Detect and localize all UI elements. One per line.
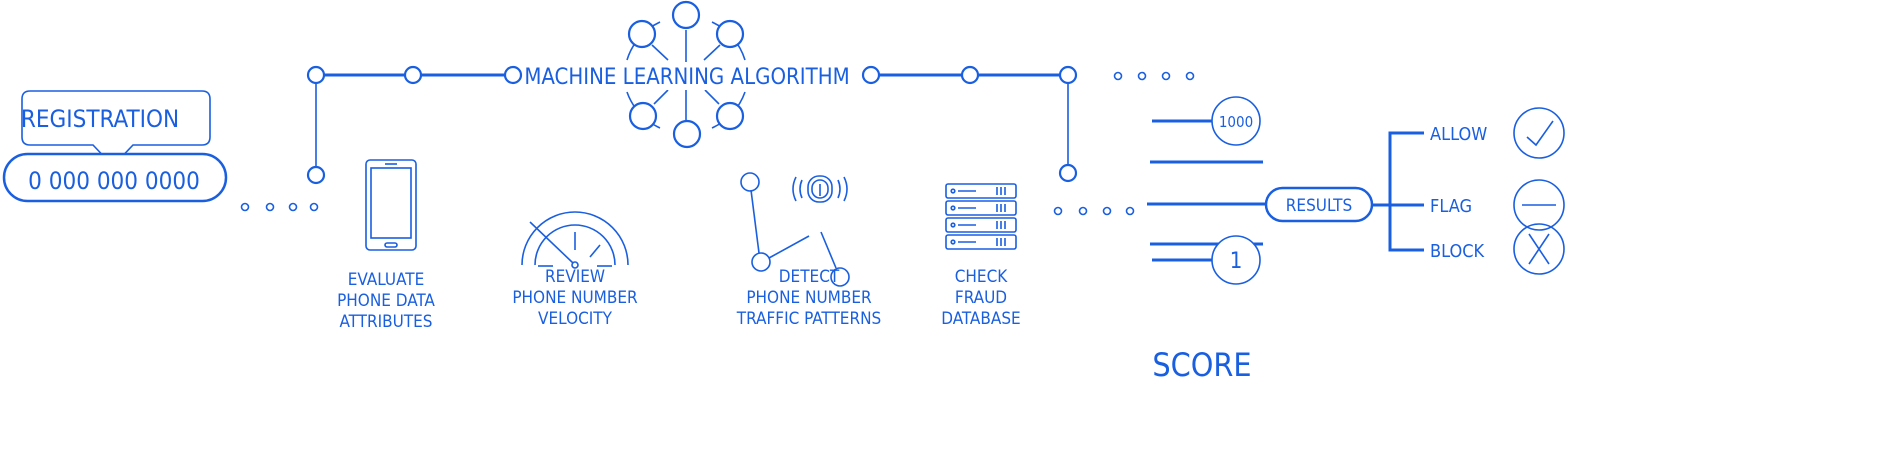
neural-network-icon	[626, 0, 746, 149]
step-4-line-3: DATABASE	[941, 309, 1020, 329]
step-1-line-2: PHONE DATA	[337, 291, 435, 311]
minus-icon	[1513, 179, 1565, 231]
score-min: 1	[1230, 249, 1243, 274]
step-1-line-3: ATTRIBUTES	[339, 312, 432, 332]
step-3-line-2: PHONE NUMBER	[746, 288, 872, 308]
results-bracket	[1372, 131, 1424, 252]
connector-left	[306, 65, 523, 185]
step-4-line-1: CHECK	[955, 267, 1009, 287]
step-2-line-3: VELOCITY	[538, 309, 613, 329]
step-1-line-1: EVALUATE	[348, 270, 425, 290]
check-icon	[1513, 107, 1565, 159]
connector-right	[861, 65, 1078, 183]
connector-dots-1	[240, 202, 319, 212]
connector-dots-2	[1113, 71, 1195, 81]
score-scale: 1000 1	[1147, 96, 1266, 285]
phone-number-value: 0 000 000 0000	[28, 167, 200, 195]
results-label: RESULTS	[1286, 196, 1352, 216]
results-pill: RESULTS	[1264, 186, 1374, 223]
registration-bubble: REGISTRATION	[21, 90, 211, 168]
fingerprint-network-icon	[740, 172, 850, 287]
score-label: SCORE	[1152, 346, 1251, 384]
registration-label: REGISTRATION	[21, 105, 179, 133]
outcome-allow-label: ALLOW	[1430, 124, 1487, 145]
outcome-flag-label: FLAG	[1430, 196, 1472, 217]
database-server-icon	[945, 183, 1017, 250]
outcome-block-label: BLOCK	[1430, 241, 1485, 262]
score-max: 1000	[1219, 113, 1253, 131]
phone-number-field[interactable]: 0 000 000 0000	[2, 152, 228, 203]
speedometer-icon	[521, 211, 629, 269]
step-2-line-1: REVIEW	[545, 267, 605, 287]
algorithm-label: MACHINE LEARNING ALGORITHM	[524, 65, 849, 90]
step-4-line-2: FRAUD	[955, 288, 1007, 308]
step-2-line-2: PHONE NUMBER	[512, 288, 638, 308]
step-3-line-3: TRAFFIC PATTERNS	[736, 309, 881, 329]
x-icon	[1513, 223, 1565, 275]
connector-dots-3	[1053, 206, 1135, 216]
step-3-line-1: DETECT	[779, 267, 840, 287]
smartphone-icon	[365, 159, 417, 251]
